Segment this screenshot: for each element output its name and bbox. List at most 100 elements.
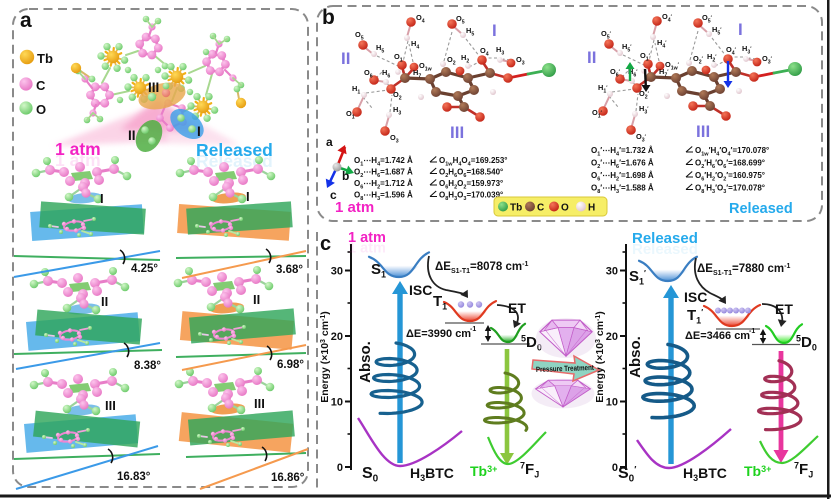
svg-text:10: 10 (606, 397, 618, 409)
svg-text:O1wH4O4=169.253°: O1wH4O4=169.253° (439, 156, 508, 168)
svg-text:O4: O4 (480, 46, 489, 58)
svg-text:O8⋯H3=1.596 Å: O8⋯H3=1.596 Å (354, 191, 413, 203)
svg-text:0: 0 (612, 462, 618, 474)
svg-text:O1′: O1′ (640, 51, 651, 63)
svg-text:H4: H4 (411, 39, 419, 51)
svg-text:H7: H7 (413, 68, 421, 80)
svg-text:c: c (330, 188, 337, 202)
svg-text:-1: -1 (749, 328, 755, 335)
svg-text:O6′H2′O2′=160.975°: O6′H2′O2′=160.975° (695, 171, 765, 183)
svg-text:ET: ET (775, 301, 793, 317)
svg-text:Pressure Treatment: Pressure Treatment (536, 363, 595, 374)
svg-text:O2H6O6=168.540°: O2H6O6=168.540° (439, 168, 503, 180)
svg-text:O2′H6′O6′=168.699°: O2′H6′O6′=168.699° (695, 159, 765, 171)
svg-text:O6: O6 (364, 68, 373, 80)
svg-text:30: 30 (331, 266, 343, 278)
svg-text:ΔE=3990 cm: ΔE=3990 cm (406, 328, 471, 340)
svg-text:II: II (587, 48, 596, 67)
svg-text:O: O (561, 203, 569, 214)
svg-text:1 atm: 1 atm (55, 139, 101, 159)
svg-text:H2: H2 (461, 53, 469, 65)
svg-text:H: H (588, 203, 595, 214)
svg-text:H2′: H2′ (707, 52, 717, 64)
svg-text:O6H2O2=159.973°: O6H2O2=159.973° (439, 179, 503, 191)
svg-text:II: II (253, 292, 260, 307)
svg-text:ISC: ISC (409, 282, 432, 298)
svg-text:20: 20 (331, 331, 343, 343)
svg-text:1 atm: 1 atm (55, 150, 101, 170)
svg-text:O6′⋯H2′=1.698 Å: O6′⋯H2′=1.698 Å (591, 171, 654, 183)
svg-text:1 atm: 1 atm (348, 230, 386, 246)
svg-text:O1⋯H4=1.742 Å: O1⋯H4=1.742 Å (354, 156, 413, 168)
svg-text:O1w′: O1w′ (665, 60, 680, 72)
svg-text:H3: H3 (496, 45, 504, 57)
svg-text:O2: O2 (393, 90, 402, 102)
svg-text:Tb: Tb (510, 203, 522, 214)
svg-text:II: II (128, 128, 136, 143)
svg-text:O8′H3′O3′=170.078°: O8′H3′O3′=170.078° (695, 184, 765, 196)
svg-text:III: III (105, 398, 116, 413)
svg-text:III: III (450, 123, 464, 142)
svg-text:O1: O1 (346, 109, 355, 121)
svg-text:C: C (36, 78, 46, 93)
svg-text:Released: Released (729, 201, 793, 217)
svg-text:S0′: S0′ (618, 465, 636, 485)
svg-text:C: C (537, 203, 544, 214)
svg-text:ET: ET (508, 300, 526, 316)
svg-text:III: III (696, 122, 710, 141)
svg-text:6.98°: 6.98° (277, 359, 304, 371)
svg-text:O3: O3 (390, 133, 399, 145)
svg-text:1 atm: 1 atm (335, 199, 374, 216)
svg-text:O2′: O2′ (693, 54, 704, 66)
svg-text:I: I (246, 189, 250, 204)
svg-text:H3: H3 (393, 105, 401, 117)
svg-text:I: I (197, 124, 201, 139)
svg-text:H3BTC: H3BTC (683, 465, 727, 483)
svg-text:H6: H6 (382, 68, 390, 80)
svg-text:H1′: H1′ (598, 83, 608, 95)
svg-text:I: I (100, 191, 104, 206)
svg-text:0: 0 (337, 462, 343, 474)
svg-text:ΔES1-T1=7880 cm-1: ΔES1-T1=7880 cm-1 (697, 263, 790, 277)
svg-text:-1: -1 (470, 326, 476, 333)
svg-text:8.38°: 8.38° (134, 360, 161, 372)
svg-text:II: II (341, 49, 350, 68)
svg-text:Energy (×103 cm-1): Energy (×103 cm-1) (594, 311, 606, 403)
svg-text:Abso.: Abso. (357, 341, 374, 383)
svg-text:O1w′H4′O4′=170.078°: O1w′H4′O4′=170.078° (695, 146, 769, 158)
svg-text:H5: H5 (376, 43, 384, 55)
svg-text:II: II (101, 294, 108, 309)
svg-text:Released: Released (196, 151, 273, 171)
svg-text:S1′: S1′ (629, 268, 646, 286)
svg-text:a: a (20, 9, 32, 32)
svg-text:O5′: O5′ (601, 29, 612, 41)
svg-text:O1: O1 (394, 52, 403, 64)
svg-text:7FJ: 7FJ (520, 460, 539, 479)
svg-text:a: a (326, 135, 333, 149)
svg-text:H4′: H4′ (657, 38, 667, 50)
svg-text:O3: O3 (516, 55, 525, 67)
svg-text:H7′: H7′ (659, 67, 669, 79)
svg-text:I: I (738, 20, 743, 39)
svg-text:H5′: H5′ (622, 42, 632, 54)
svg-text:16.83°: 16.83° (117, 471, 151, 483)
svg-text:5D0: 5D0 (796, 333, 817, 352)
svg-text:Released: Released (632, 230, 698, 247)
svg-text:O: O (36, 102, 46, 117)
svg-text:H5′: H5′ (712, 25, 722, 37)
svg-text:Energy (×103 cm-1): Energy (×103 cm-1) (319, 311, 331, 403)
svg-text:Abso.: Abso. (627, 336, 644, 378)
svg-text:O3′: O3′ (762, 54, 773, 66)
svg-text:16.86°: 16.86° (271, 472, 305, 484)
svg-text:O4′: O4′ (726, 45, 737, 57)
svg-text:O5′: O5′ (702, 13, 713, 25)
svg-text:O4′: O4′ (662, 12, 673, 24)
svg-text:c: c (320, 233, 331, 255)
svg-text:O1′⋯H4′=1.732 Å: O1′⋯H4′=1.732 Å (591, 146, 654, 158)
svg-text:III: III (254, 396, 265, 411)
svg-text:ΔES1-T1=8078 cm-1: ΔES1-T1=8078 cm-1 (435, 261, 528, 275)
svg-text:7FJ: 7FJ (794, 460, 813, 479)
svg-text:T1′: T1′ (687, 307, 703, 325)
svg-text:III: III (148, 80, 159, 95)
svg-text:O6′: O6′ (610, 67, 621, 79)
